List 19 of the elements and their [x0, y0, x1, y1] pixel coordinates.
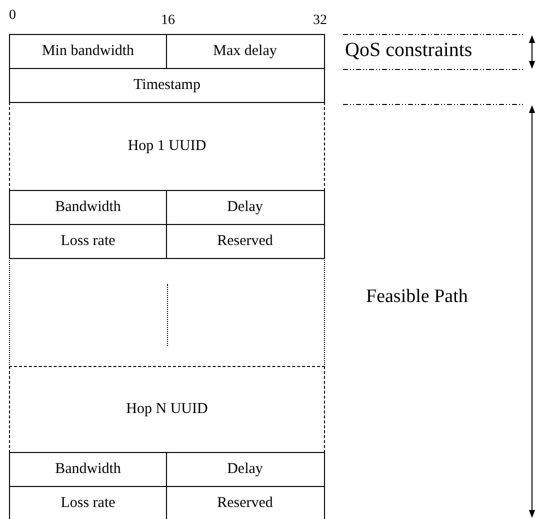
- packet-field: Delay: [166, 452, 325, 487]
- packet-field: Hop N UUID: [9, 366, 325, 453]
- packet-field: Reserved: [166, 224, 325, 259]
- bit-offset: 32: [313, 13, 327, 29]
- packet-field: Timestamp: [9, 68, 325, 103]
- packet-field: Bandwidth: [9, 452, 167, 487]
- packet-field: Hop 1 UUID: [9, 102, 325, 191]
- section-label: Feasible Path: [366, 286, 468, 308]
- omitted-hops-section: [9, 258, 325, 367]
- bit-offset: 16: [161, 13, 175, 29]
- packet-field: Bandwidth: [9, 190, 167, 225]
- bit-offset: 0: [9, 8, 16, 24]
- packet-field: Loss rate: [9, 224, 167, 259]
- packet-field: Loss rate: [9, 486, 167, 519]
- packet-field: Max delay: [166, 34, 325, 69]
- section-label: QoS constraints: [345, 39, 472, 62]
- packet-field: Reserved: [166, 486, 325, 519]
- packet-field: Delay: [166, 190, 325, 225]
- packet-field: Min bandwidth: [9, 34, 167, 69]
